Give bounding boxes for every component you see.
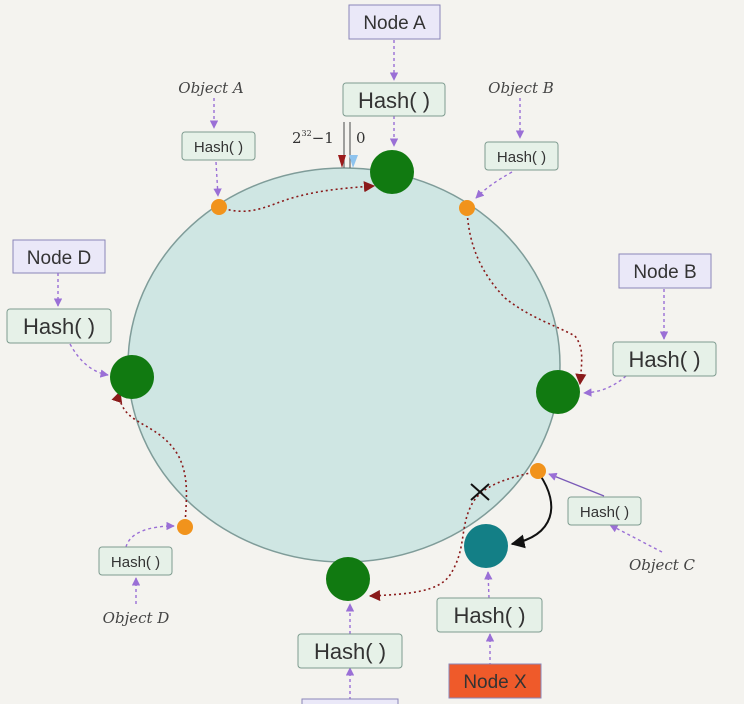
hash-ring [127,167,561,563]
ring-max-label: 232−1 [292,129,334,147]
node-a-point [370,150,414,194]
hash-label-object-c: Hash( ) [580,504,629,521]
ring-origin-marker: 232−1 0 [292,122,366,168]
arrow-hash-to-node-d [69,343,109,378]
node-c-point [326,557,370,601]
hash-box-object-c: Hash( ) [567,496,642,526]
object-c-point [530,463,546,479]
node-b-point [536,370,580,414]
node-b-label: Node B [633,262,696,283]
arrow-hash-to-object-c [548,472,605,497]
path-object-d-to-node-d [111,390,188,528]
object-b-point [459,200,475,216]
hash-label-node-a: Hash( ) [358,88,430,113]
path-object-b-to-node-b [466,207,587,386]
hash-box-node-x: Hash( ) [436,597,543,633]
object-d-point [177,519,193,535]
max-position-arrow [338,155,346,168]
zero-position-arrow [349,155,358,168]
hash-box-object-b: Hash( ) [484,141,559,171]
hash-label-object-b: Hash( ) [497,149,546,166]
object-a-point [211,199,227,215]
hash-label-object-d: Hash( ) [111,554,160,571]
hash-box-node-c: Hash( ) [297,633,403,669]
arrow-hash-to-object-b [475,171,513,199]
object-b-label: Object B [488,79,554,97]
arrow-hash-to-node-b [583,375,627,397]
routing-paths [111,181,587,602]
node-a-label: Node A [363,13,426,34]
hash-label-node-b: Hash( ) [628,347,700,372]
node-d-label: Node D [27,248,91,269]
path-object-c-to-node-c [368,470,539,602]
node-d-label-box: Node D [12,239,106,274]
hash-label-node-x: Hash( ) [453,603,525,628]
arrow-hash-to-object-d [125,521,175,548]
path-object-a-to-node-a [218,181,376,212]
node-x-label: Node X [463,672,527,693]
node-b-label-box: Node B [618,253,712,289]
hash-label-object-a: Hash( ) [194,139,243,156]
node-x-point [464,524,508,568]
broken-path-x-mark [470,483,490,501]
hash-box-node-b: Hash( ) [612,341,717,377]
node-d-point [110,355,154,399]
node-a-label-box: Node A [348,4,441,40]
hash-box-node-d: Hash( ) [6,308,112,344]
redirect-arrow-to-node-x [510,474,553,549]
hash-box-object-d: Hash( ) [98,546,173,576]
hash-label-node-d: Hash( ) [23,314,95,339]
object-a-label: Object A [178,79,244,97]
object-c-label: Object C [629,556,696,574]
node-c-label-box-partial [301,698,399,704]
hash-box-object-a: Hash( ) [181,131,256,161]
object-d-label: Object D [103,609,170,627]
ring-zero-label: 0 [356,129,366,147]
arrow-object-c-to-hash [609,524,663,553]
hash-box-node-a: Hash( ) [342,82,446,117]
purple-arrows [53,40,669,700]
hash-label-node-c: Hash( ) [314,639,386,664]
arrow-hash-to-object-a [213,161,222,197]
arrow-hash-to-node-x [484,571,493,599]
node-x-label-box: Node X [448,663,542,699]
